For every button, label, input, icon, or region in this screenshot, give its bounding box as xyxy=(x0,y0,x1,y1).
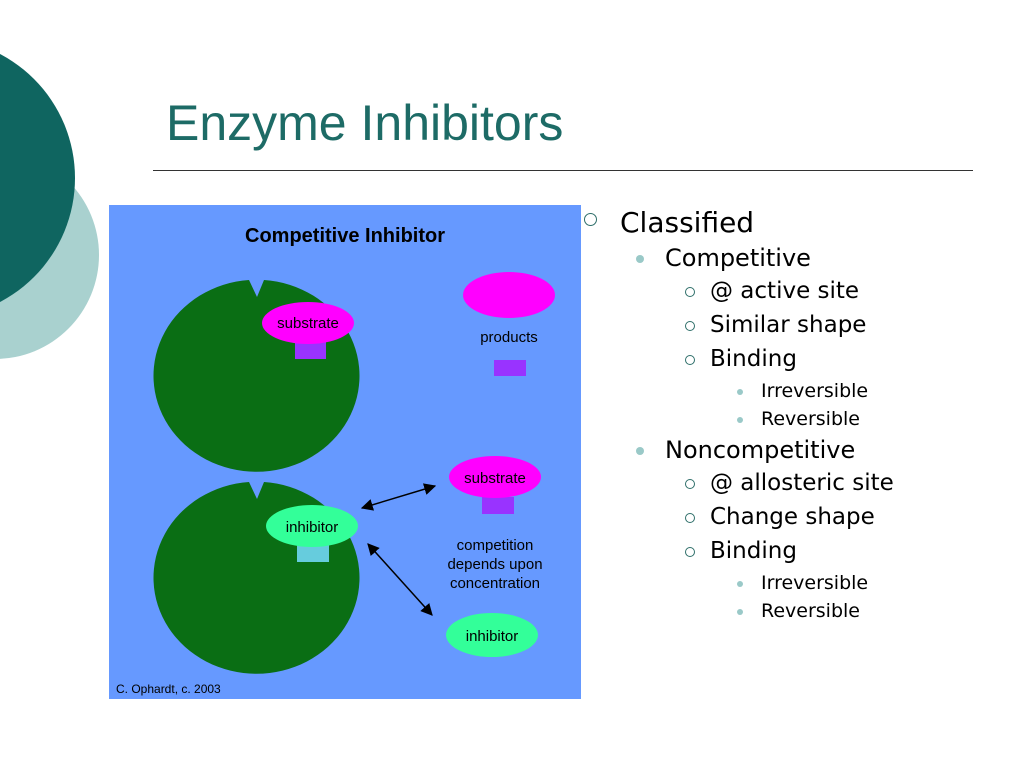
bullet-text: Change shape xyxy=(710,504,875,530)
bullet-text: Binding xyxy=(710,538,797,564)
slide-title: Enzyme Inhibitors xyxy=(166,95,564,151)
bullet-reversible-noncompetitive: Reversible xyxy=(582,600,1012,628)
competitive-inhibitor-figure: Competitive Inhibitor substrate products… xyxy=(109,205,581,699)
substrate-stem-top xyxy=(295,342,326,359)
dot-bullet-marker xyxy=(636,447,644,455)
decorative-circles xyxy=(0,54,99,359)
bullet-similar-shape: Similar shape xyxy=(582,312,1012,346)
ring-bullet-marker xyxy=(584,213,597,226)
ring-bullet-marker xyxy=(685,355,695,365)
inhibitor-bound xyxy=(266,505,358,547)
bullet-text: Irreversible xyxy=(761,380,869,402)
dark-circle xyxy=(0,54,75,302)
figure-credit: C. Ophardt, c. 2003 xyxy=(116,682,221,696)
bullet-text: Reversible xyxy=(761,600,860,622)
substrate-bound xyxy=(262,302,354,344)
figure-canvas: Competitive Inhibitor substrate products… xyxy=(109,205,581,699)
products-label: products xyxy=(480,329,538,346)
dot-bullet-marker xyxy=(737,389,743,395)
bullet-allosteric-site: @ allosteric site xyxy=(582,470,1012,504)
substrate-bound-label: substrate xyxy=(277,315,339,332)
dot-bullet-marker xyxy=(636,255,644,263)
figure-heading: Competitive Inhibitor xyxy=(245,225,445,247)
bullet-noncompetitive: Noncompetitive xyxy=(582,436,1012,470)
ring-bullet-marker xyxy=(685,479,695,489)
bullet-competitive: Competitive xyxy=(582,244,1012,278)
arrow-inhibitor-substrate xyxy=(360,483,437,511)
competition-line-3: concentration xyxy=(450,575,540,592)
dot-bullet-marker xyxy=(737,417,743,423)
bullet-classified: Classified xyxy=(582,206,1012,244)
bullet-text: Reversible xyxy=(761,408,860,430)
bullet-reversible-competitive: Reversible xyxy=(582,408,1012,436)
title-underline xyxy=(153,170,973,171)
bullet-binding-noncompetitive: Binding xyxy=(582,538,1012,572)
substrate-stem-free xyxy=(482,497,514,514)
bullet-text: @ allosteric site xyxy=(710,470,894,496)
substrate-free xyxy=(449,456,541,498)
dot-bullet-marker xyxy=(737,581,743,587)
bullet-active-site: @ active site xyxy=(582,278,1012,312)
competition-line-2: depends upon xyxy=(447,556,542,573)
bullet-change-shape: Change shape xyxy=(582,504,1012,538)
bullet-irreversible-competitive: Irreversible xyxy=(582,380,1012,408)
inhibitor-free-label: inhibitor xyxy=(466,628,519,645)
bullet-list: Classified Competitive @ active site Sim… xyxy=(582,206,1012,628)
bullet-text: Binding xyxy=(710,346,797,372)
product-block xyxy=(494,360,526,376)
inhibitor-stem xyxy=(297,542,329,562)
ring-bullet-marker xyxy=(685,547,695,557)
bullet-binding-competitive: Binding xyxy=(582,346,1012,380)
dot-bullet-marker xyxy=(737,609,743,615)
bullet-text: Competitive xyxy=(665,244,811,272)
inhibitor-free xyxy=(446,613,538,657)
bullet-text: Irreversible xyxy=(761,572,869,594)
ring-bullet-marker xyxy=(685,287,695,297)
product-ellipse xyxy=(463,272,555,318)
arrow-inhibitor-inhibitor xyxy=(367,543,433,616)
competition-line-1: competition xyxy=(457,537,534,554)
bullet-text: Noncompetitive xyxy=(665,436,856,464)
bullet-text: Classified xyxy=(620,206,755,239)
substrate-free-label: substrate xyxy=(464,470,526,487)
bullet-irreversible-noncompetitive: Irreversible xyxy=(582,572,1012,600)
bullet-text: Similar shape xyxy=(710,312,867,338)
bullet-text: @ active site xyxy=(710,278,860,304)
inhibitor-bound-label: inhibitor xyxy=(286,519,339,536)
ring-bullet-marker xyxy=(685,513,695,523)
ring-bullet-marker xyxy=(685,321,695,331)
